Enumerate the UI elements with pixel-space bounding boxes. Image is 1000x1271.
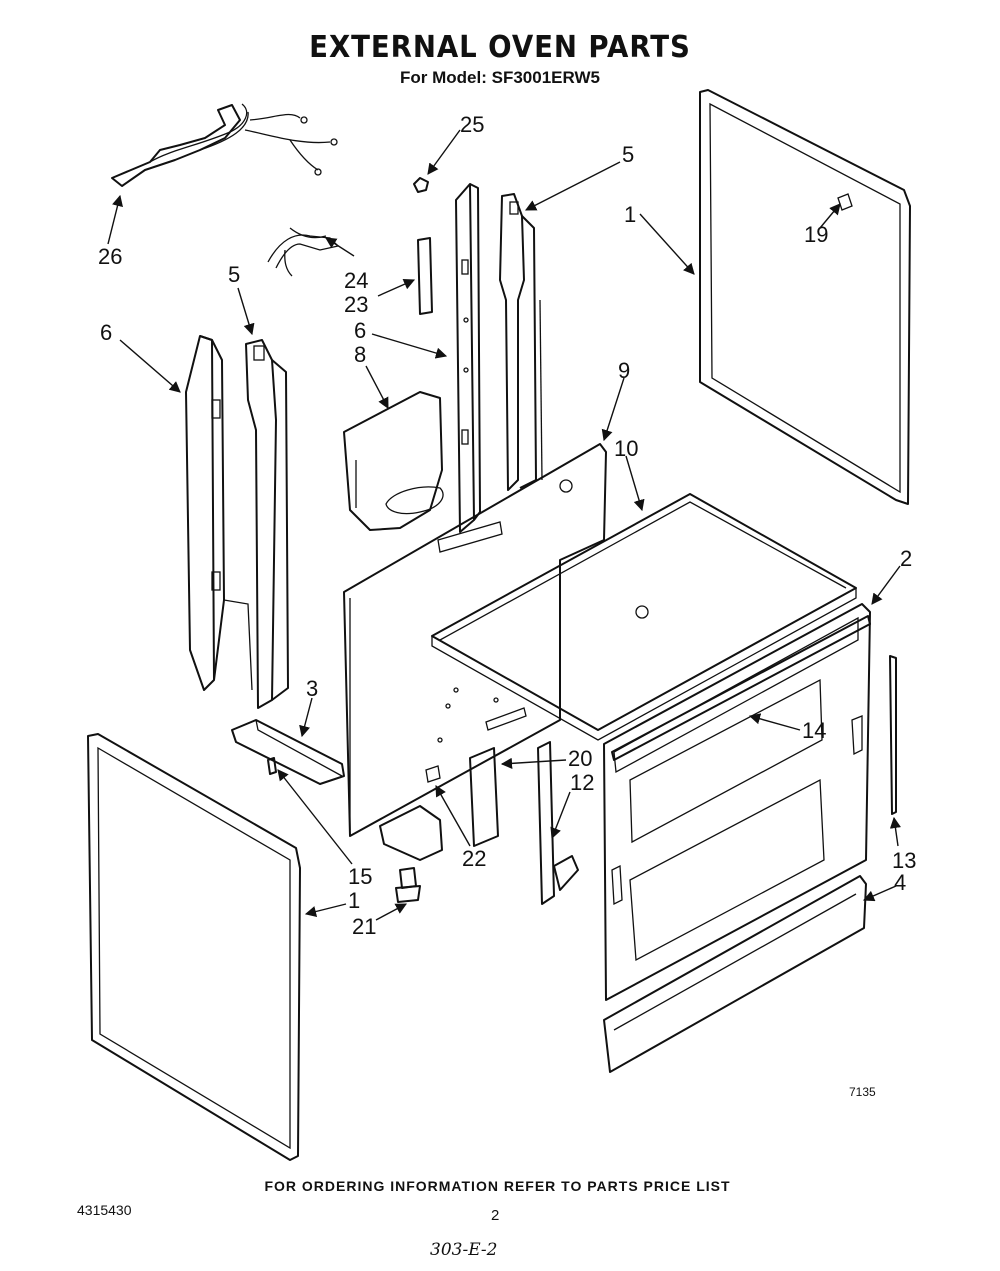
wire-harness-part [267, 227, 340, 277]
callout-22: 22 [462, 846, 486, 871]
figure-reference: 7135 [849, 1085, 876, 1099]
trim-strip-part [611, 615, 871, 761]
handwritten-code: 303-E-2 [430, 1240, 498, 1260]
callout-6-left: 6 [100, 320, 112, 345]
callout-15: 15 [348, 864, 372, 889]
heat-shield-part [343, 391, 444, 531]
callout-10: 10 [614, 436, 638, 461]
power-cord-part [111, 103, 338, 187]
model-subtitle: For Model: SF3001ERW5 [400, 68, 600, 87]
page-title: EXTERNAL OVEN PARTS [309, 30, 691, 65]
callout-6-upper: 6 [354, 318, 366, 343]
callout-13: 13 [892, 848, 916, 873]
front-frame-part [603, 603, 871, 1001]
callout-4: 4 [894, 870, 906, 895]
callout-3: 3 [306, 676, 318, 701]
top-panel-part [431, 493, 857, 741]
callout-1-left: 1 [348, 888, 360, 913]
side-panel-left-part [87, 733, 301, 1161]
ordering-info-note: FOR ORDERING INFORMATION REFER TO PARTS … [264, 1178, 731, 1194]
side-trim-left-part [245, 339, 289, 709]
callout-12: 12 [570, 770, 594, 795]
callout-9: 9 [618, 358, 630, 383]
callout-2: 2 [900, 546, 912, 571]
kick-plate-part [603, 875, 867, 1073]
callout-labels: 25 5 1 19 26 24 23 5 6 6 8 9 10 2 3 14 2… [98, 112, 916, 939]
back-panel-part [343, 443, 607, 837]
screw-part [267, 757, 277, 775]
clip-part [413, 177, 429, 193]
rail-part [231, 719, 345, 785]
callout-21: 21 [352, 914, 376, 939]
callout-1-right: 1 [624, 202, 636, 227]
callout-24: 24 [344, 268, 368, 293]
page-number: 2 [491, 1207, 500, 1224]
bracket-part [417, 237, 433, 315]
callout-26: 26 [98, 244, 122, 269]
side-strip-part [889, 655, 897, 815]
side-channel-upper-part [455, 183, 481, 533]
callout-8: 8 [354, 342, 366, 367]
mounting-bracket-part [469, 741, 579, 905]
callout-5-left: 5 [228, 262, 240, 287]
callout-5-upper: 5 [622, 142, 634, 167]
callout-14: 14 [802, 718, 826, 743]
leader-lines [107, 129, 901, 921]
callout-23: 23 [344, 292, 368, 317]
callout-25: 25 [460, 112, 484, 137]
document-number: 4315430 [77, 1202, 132, 1218]
clamp-part [379, 765, 443, 861]
callout-19: 19 [804, 222, 828, 247]
callout-20: 20 [568, 746, 592, 771]
side-channel-left-part [185, 335, 253, 691]
leveling-leg-part [395, 867, 421, 903]
side-trim-upper-part [499, 193, 543, 491]
side-panel-right-part [699, 89, 911, 505]
